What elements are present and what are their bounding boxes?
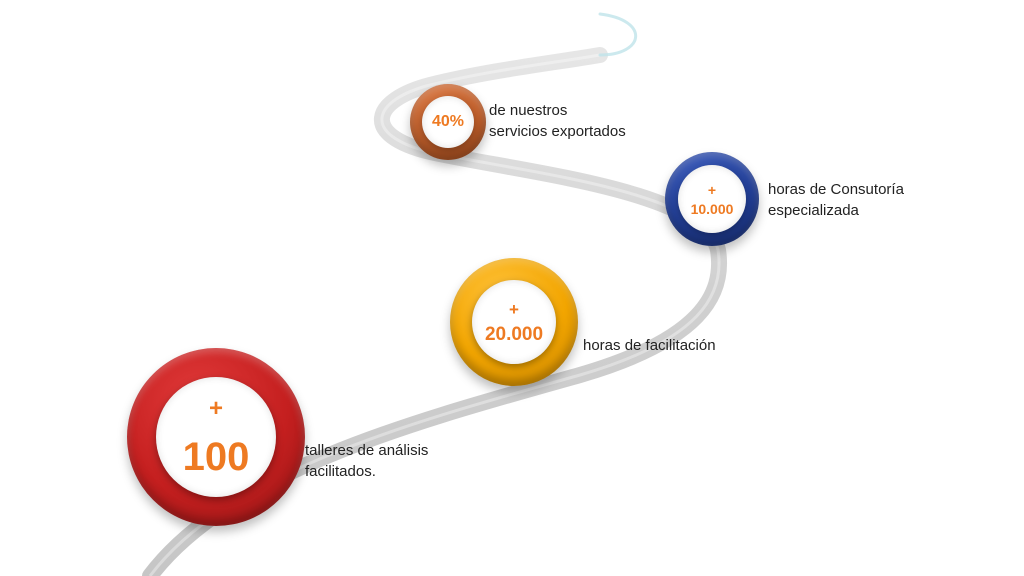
milestone-caption: horas de facilitación [583,335,716,356]
milestone-badge: + 100 [156,377,276,497]
milestone-facilitacion: + 20.000 [450,258,578,386]
milestone-badge: 40% [422,96,474,148]
milestone-caption: talleres de análisis facilitados. [305,440,428,482]
caption-line: horas de facilitación [583,337,716,354]
milestone-value: 10.000 [690,200,734,217]
milestone-value: 20.000 [484,323,544,345]
caption-line: especializada [768,202,859,219]
destination-arc [598,12,638,57]
caption-line: talleres de análisis [305,442,429,459]
milestone-caption: de nuestros servicios exportados [489,100,626,142]
milestone-caption: horas de Consutoría especializada [768,179,904,221]
caption-line: horas de Consutoría [768,181,904,198]
plus-sign: + [208,395,223,422]
plus-sign: + [707,181,717,198]
milestone-badge: + 20.000 [472,280,556,364]
milestone-talleres: + 100 [127,348,305,526]
milestone-value: 100 [182,435,250,479]
milestone-consultoria: + 10.000 [665,152,759,246]
caption-line: de nuestros [489,102,568,119]
caption-line: facilitados. [305,463,376,480]
milestone-value: 40% [431,113,465,130]
caption-line: servicios exportados [489,123,626,140]
milestone-exportados: 40% [410,84,486,160]
plus-sign: + [509,299,519,319]
milestone-badge: + 10.000 [678,165,746,233]
